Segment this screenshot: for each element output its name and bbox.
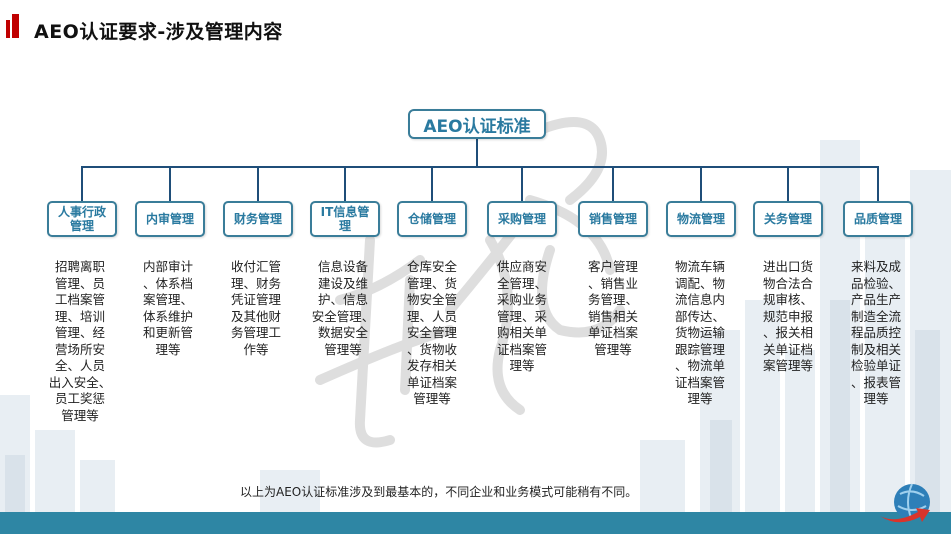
branch-line — [521, 166, 523, 201]
node-customs: 关务管理 — [753, 201, 823, 237]
branch-line — [612, 166, 614, 201]
footnote: 以上为AEO认证标准涉及到最基本的，不同企业和业务模式可能稍有不同。 — [240, 485, 638, 499]
desc-procurement: 供应商安 全管理、 采购业务 管理、采 购相关单 证档案管 理等 — [496, 259, 547, 373]
node-warehouse: 仓储管理 — [397, 201, 467, 237]
root-stem — [476, 139, 478, 167]
page-title: AEO认证要求-涉及管理内容 — [34, 21, 283, 43]
root-node: AEO认证标准 — [408, 109, 546, 139]
title-marker — [12, 14, 19, 38]
desc-it: 信息设备 建设及维 护、信息 安全管理、 数据安全 管理等 — [311, 259, 375, 357]
branch-line — [700, 166, 702, 201]
node-hr-admin: 人事行政 管理 — [47, 201, 117, 237]
desc-internal-audit: 内部审计 、体系档 案管理、 体系维护 和更新管 理等 — [142, 259, 193, 357]
node-quality: 品质管理 — [843, 201, 913, 237]
bottom-bar — [0, 512, 951, 534]
node-procurement: 采购管理 — [487, 201, 557, 237]
node-sales: 销售管理 — [578, 201, 648, 237]
branch-line — [431, 166, 433, 201]
branch-line — [877, 166, 879, 201]
horizontal-bus — [81, 166, 879, 168]
globe-arrow-logo-icon — [880, 483, 930, 523]
desc-customs: 进出口货 物合法合 规审核、 规范申报 、报关相 关单证档 案管理等 — [762, 259, 813, 373]
desc-logistics: 物流车辆 调配、物 流信息内 部传达、 货物运输 跟踪管理 、物流单 证档案管 … — [674, 259, 725, 406]
desc-warehouse: 仓库安全 管理、货 物安全管 理、人员 安全管理 、货物收 发存相关 单证档案 … — [406, 259, 457, 406]
desc-hr-admin: 招聘离职 管理、员 工档案管 理、培训 管理、经 营场所安 全、人员 出入安全、… — [48, 259, 112, 423]
desc-sales: 客户管理 、销售业 务管理、 销售相关 单证档案 管理等 — [587, 259, 638, 357]
node-finance: 财务管理 — [223, 201, 293, 237]
node-logistics: 物流管理 — [666, 201, 736, 237]
branch-line — [81, 166, 83, 201]
node-it: IT信息管 理 — [310, 201, 380, 237]
desc-finance: 收付汇管 理、财务 凭证管理 及其他财 务管理工 作等 — [230, 259, 281, 357]
title-marker-small — [6, 20, 10, 38]
branch-line — [344, 166, 346, 201]
branch-line — [257, 166, 259, 201]
node-internal-audit: 内审管理 — [135, 201, 205, 237]
branch-line — [787, 166, 789, 201]
desc-quality: 来料及成 品检验、 产品生产 制造全流 程品质控 制及相关 检验单证 、报表管 … — [850, 259, 901, 406]
branch-line — [169, 166, 171, 201]
